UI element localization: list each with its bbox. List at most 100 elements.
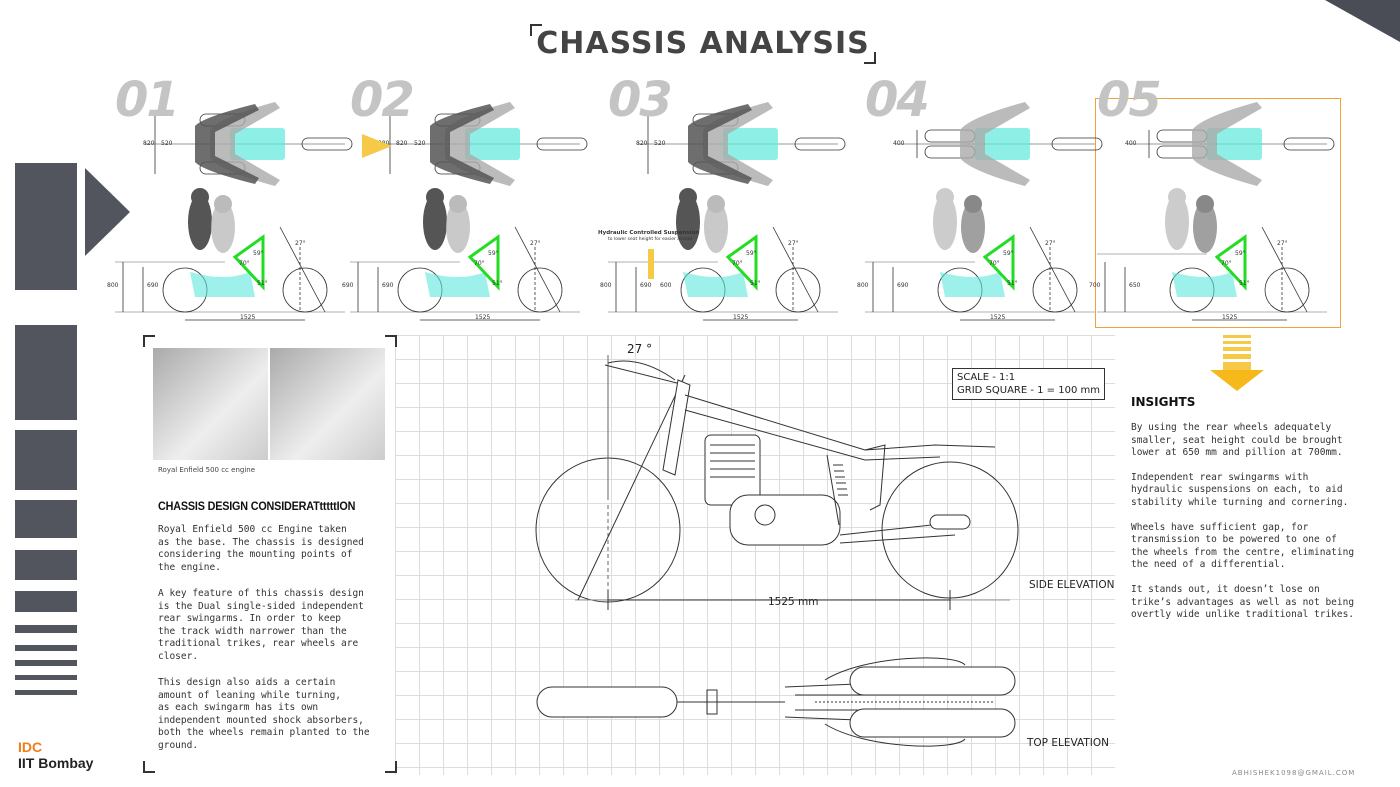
rake-dimension: 27° [530,240,541,247]
side-dimension: 690 [640,282,652,289]
side-view [350,188,580,321]
sidebar-block [15,550,77,580]
analysis-panel-01: 01 820 520 800 690 1525 27° 59°70° 51° [107,72,355,330]
angle-label: 51° [257,280,268,287]
angle-label: 70° [474,260,485,267]
top-dimension: 400 [893,140,905,147]
top-view [380,102,588,186]
paragraph: Wheels have sufficient gap, for transmis… [1131,521,1355,571]
top-view [895,102,1103,186]
highlight-frame [1095,98,1341,328]
chassis-design-section [143,335,397,773]
top-dimension: 820 [143,140,155,147]
top-dimension: 820 [636,140,648,147]
angle-label: 59° [1003,250,1014,257]
rake-angle-label: 27 ° [627,342,653,356]
paragraph: A key feature of this chassis design is … [158,588,364,662]
top-view [145,102,353,186]
wheelbase-dimension: 1525 [733,314,749,321]
engine-caption: Royal Enfield 500 cc engine [158,466,256,474]
sidebar-block [15,430,77,490]
yellow-arrow-icon [362,134,392,158]
side-dimension: 800 [857,282,869,289]
side-dimension: 600 [660,282,672,289]
top-dimension: 520 [654,140,666,147]
side-dimension: 650 [1129,282,1141,289]
page-title: CHASSIS ANALYSIS [536,26,870,61]
sidebar-bar [15,645,77,651]
title-bracket [864,52,876,64]
angle-label: 59° [488,250,499,257]
section-heading: CHASSIS DESIGN CONSIDERATtttttION [158,499,356,513]
angle-label: 59° [746,250,757,257]
wheelbase-label: 1525 mm [768,596,819,608]
angle-label: 70° [239,260,250,267]
corner-decoration [1325,0,1400,42]
sidebar-block [15,591,77,612]
sidebar-block [15,325,77,420]
panel-number: 05 [1097,72,1162,128]
angle-label: 70° [989,260,1000,267]
side-view [115,188,345,321]
side-view [865,188,1095,321]
suspension-note: Hydraulic Controlled Suspension [598,230,700,236]
logo-iit: IIT Bombay [18,755,94,771]
angle-label: 51° [492,280,503,287]
panel-number: 01 [115,72,180,128]
angle-label: 59° [1235,250,1246,257]
paragraph: By using the rear wheels adequately smal… [1131,422,1343,459]
top-view [1127,102,1335,186]
angle-label: 70° [1221,260,1232,267]
grid-square-label: GRID SQUARE - 1 = 100 mm [957,385,1100,396]
sidebar-block [15,163,77,290]
angle-label: 51° [1007,280,1018,287]
sidebar-bar [15,660,77,666]
paragraph: Independent rear swingarms with hydrauli… [1131,471,1349,508]
side-dimension: 690 [382,282,394,289]
top-dimension: 520 [414,140,426,147]
rake-dimension: 27° [1045,240,1056,247]
top-elevation-drawing [536,657,1016,747]
side-dimension: 690 [147,282,159,289]
top-dimension: 820 [396,140,408,147]
side-dimension: 690 [897,282,909,289]
email: ABHISHEK1098@GMAIL.COM [1232,769,1356,777]
rake-dimension: 27° [295,240,306,247]
side-elevation-label: SIDE ELEVATION [1029,579,1115,591]
side-dimension: 800 [600,282,612,289]
angle-label: 51° [1239,280,1250,287]
insights-section: INSIGHTS By using the rear wheels adequa… [1131,395,1391,622]
top-elevation-label: TOP ELEVATION [1027,737,1109,749]
side-dimension: 700 [1089,282,1101,289]
top-view [638,102,846,186]
paragraph: Royal Enfield 500 cc Engine taken as the… [158,524,364,573]
wheelbase-dimension: 1525 [475,314,491,321]
paragraph: It stands out, it doesn’t lose on trike’… [1131,583,1355,621]
suspension-note-sub: to lower seat height for easier access [608,237,693,242]
wheelbase-dimension: 1525 [240,314,256,321]
sidebar-bar [15,625,77,633]
wheelbase-dimension: 1525 [990,314,1006,321]
side-dimension: 690 [342,282,354,289]
angle-label: 51° [750,280,761,287]
wheelbase-dimension: 1525 [1222,314,1238,321]
side-elevation-drawing [535,355,1019,610]
panel-number: 03 [608,72,673,128]
scale-label: SCALE - 1:1 [957,372,1016,383]
side-view [608,188,838,321]
top-dimension: 520 [161,140,173,147]
analysis-panel-04: 04 400 800 690 1525 27° 59°70° 51° [857,72,1105,330]
panel-number: 02 [350,72,415,128]
panel-number: 04 [865,72,930,128]
title-bracket [530,24,542,36]
side-dimension: 800 [107,282,119,289]
engine-images [153,348,385,460]
down-arrow-icon [1210,335,1264,391]
angle-label: 59° [253,250,264,257]
triangle-arrow-icon [85,168,130,256]
rake-dimension: 27° [788,240,799,247]
rake-dimension: 27° [1277,240,1288,247]
